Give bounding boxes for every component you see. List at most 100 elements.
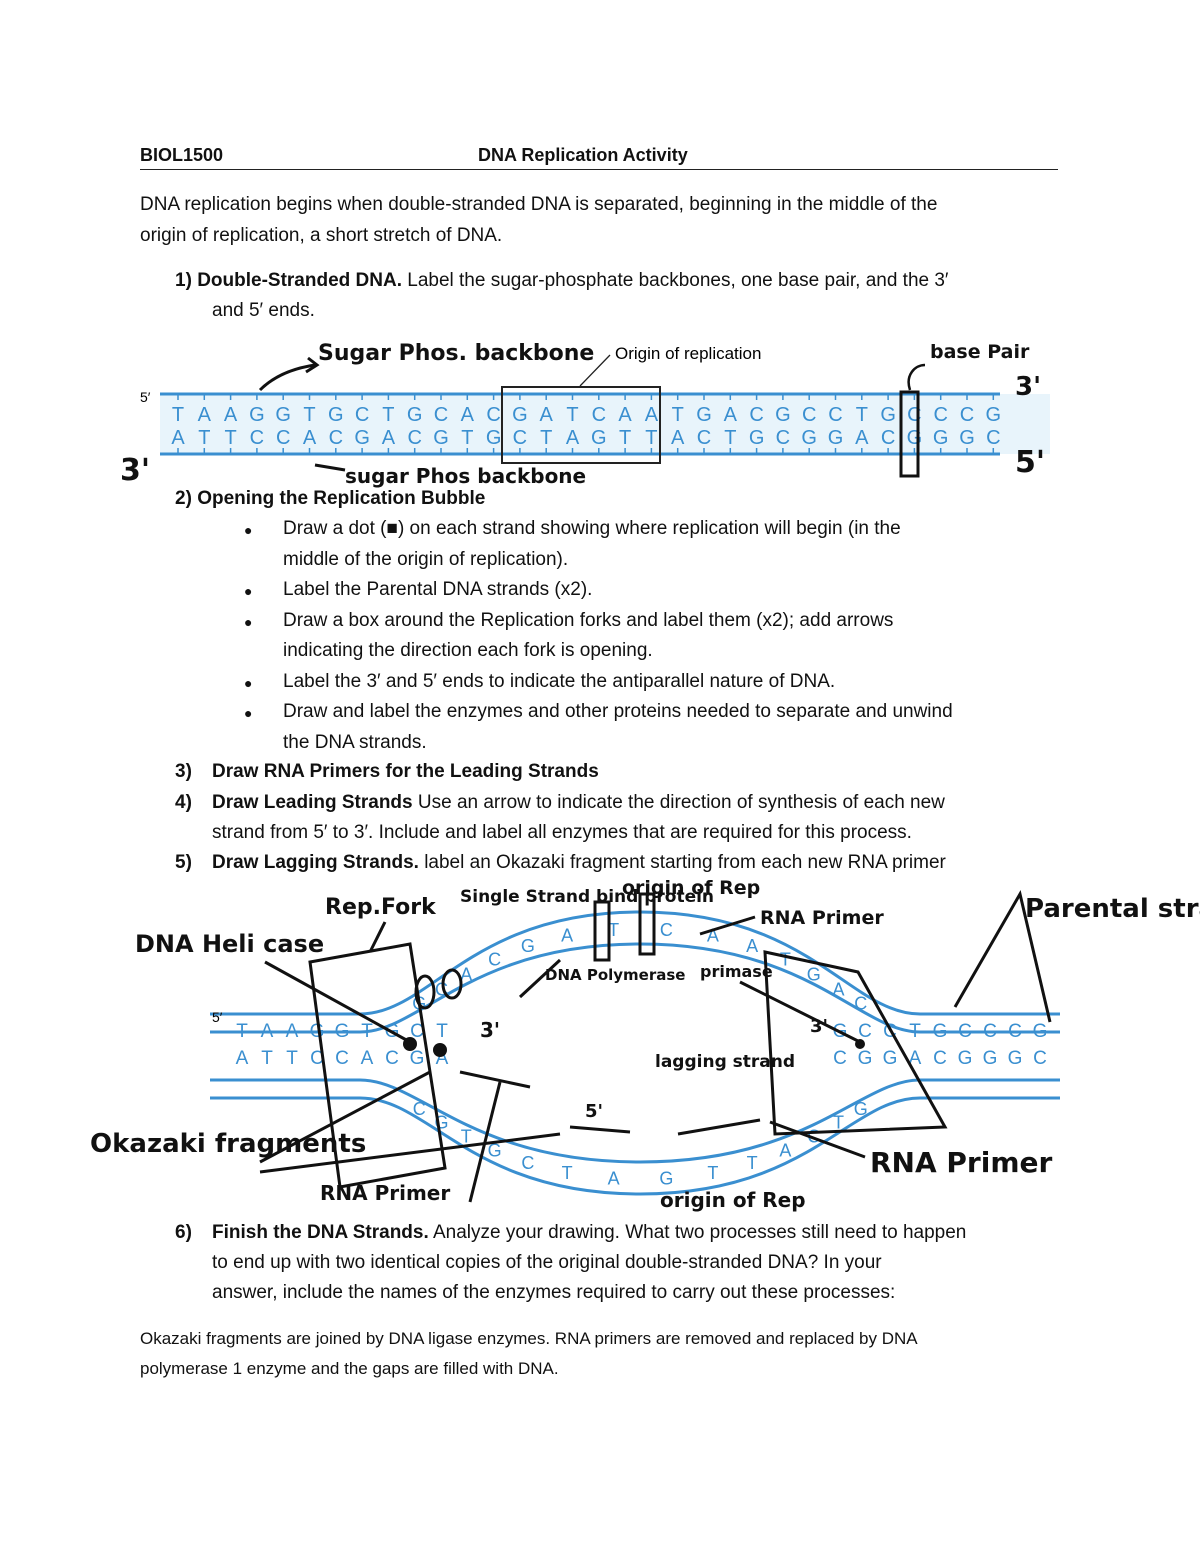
bottom-base: C xyxy=(776,427,790,449)
fig2-lower-arc-base: T xyxy=(833,1112,844,1132)
fig2-left-top-base: A xyxy=(286,1021,299,1042)
q1-title: Double-Stranded DNA. xyxy=(197,270,402,291)
primer-dot-right xyxy=(855,1039,865,1049)
fig2-upper-arc-base: A xyxy=(561,926,573,946)
hw-parental: Parental strand xyxy=(1025,894,1200,924)
hw-rna-primer-top: RNA Primer xyxy=(760,907,884,929)
q2-bullet-1b: middle of the origin of replication). xyxy=(283,545,568,575)
q2-bullet-3a: Draw a box around the Replication forks … xyxy=(283,606,893,636)
fig2-lower-arc-base: T xyxy=(461,1127,472,1147)
hw-left-3: 3' xyxy=(120,453,150,488)
bottom-base: C xyxy=(407,427,421,449)
top-base: C xyxy=(933,404,947,426)
q6-title: Finish the DNA Strands. xyxy=(212,1222,429,1243)
top-base: C xyxy=(486,404,500,426)
q5-title: Draw Lagging Strands. xyxy=(212,852,419,873)
fig2-5prime-label: 5′ xyxy=(212,1009,223,1025)
fig2-lower-arc-base: T xyxy=(747,1153,758,1173)
bottom-base: A xyxy=(671,427,685,449)
top-base: C xyxy=(960,404,974,426)
bottom-base: A xyxy=(171,427,185,449)
fig2-upper-arc-base: A xyxy=(746,936,758,956)
bottom-base: C xyxy=(329,427,343,449)
q2-bullet-1a: Draw a dot (■) on each strand showing wh… xyxy=(283,514,901,544)
bottom-base: T xyxy=(619,427,631,449)
top-base: G xyxy=(249,404,265,426)
intro-line-1: DNA replication begins when double-stran… xyxy=(140,190,937,220)
hw-rna-primer-bottom-right: RNA Primer xyxy=(870,1146,1053,1179)
fig2-left-bottom-base: C xyxy=(335,1048,349,1069)
fig2-right-top-base: G xyxy=(933,1021,948,1042)
hw-okazaki: Okazaki fragments xyxy=(90,1129,366,1159)
backbone-arrow-top xyxy=(260,365,315,390)
hw-origin-bottom: origin of Rep xyxy=(660,1188,806,1212)
fig2-right-top-base: C xyxy=(858,1021,872,1042)
bottom-base: G xyxy=(433,427,449,449)
fig2-left-bottom-base: G xyxy=(410,1048,425,1069)
hw-origin-top: origin of Rep xyxy=(622,877,760,899)
fig2-right-bottom-base: G xyxy=(858,1048,873,1069)
hw-top-backbone: Sugar Phos. backbone xyxy=(318,341,594,366)
fig2-left-bottom-base: T xyxy=(286,1048,298,1069)
bottom-base: G xyxy=(933,427,949,449)
helicase-dot xyxy=(403,1037,417,1051)
fig2-lower-arc-base: T xyxy=(562,1163,573,1183)
top-base: G xyxy=(407,404,423,426)
top-base: A xyxy=(645,404,659,426)
bottom-base: A xyxy=(566,427,580,449)
leading-arrow-2 xyxy=(570,1127,630,1132)
bottom-base: C xyxy=(250,427,264,449)
bottom-base: G xyxy=(591,427,607,449)
top-base: G xyxy=(986,404,1002,426)
bullet-dot: ● xyxy=(244,705,252,721)
q1-number: 1) xyxy=(175,270,192,291)
fig2-lower-arc-base: G xyxy=(659,1168,673,1188)
top-base: G xyxy=(880,404,896,426)
q2-title: Opening the Replication Bubble xyxy=(197,488,485,509)
hw-end-5: 5' xyxy=(585,1101,603,1122)
hw-lagging-strand: lagging strand xyxy=(655,1052,795,1072)
top-base: G xyxy=(328,404,344,426)
top-base: C xyxy=(828,404,842,426)
fig2-lower-arc-base: A xyxy=(608,1168,620,1188)
parental-top-outer xyxy=(210,912,1060,1014)
q2-bullet-5a: Draw and label the enzymes and other pro… xyxy=(283,697,953,727)
leading-arrow-3 xyxy=(678,1120,760,1134)
q2-bullet-4: Label the 3′ and 5′ ends to indicate the… xyxy=(283,667,835,697)
base-pair-pointer xyxy=(909,365,925,390)
q6-text-2: to end up with two identical copies of t… xyxy=(212,1248,882,1278)
bottom-base: C xyxy=(697,427,711,449)
top-base: T xyxy=(303,404,315,426)
q2-number: 2) xyxy=(175,488,192,509)
answer-line-2: polymerase 1 enzyme and the gaps are fil… xyxy=(140,1354,559,1384)
fig2-right-bottom-base: G xyxy=(958,1048,973,1069)
q4-line-1: Draw Leading Strands Use an arrow to ind… xyxy=(212,788,945,818)
course-code: BIOL1500 xyxy=(140,145,223,166)
hw-end-3: 3' xyxy=(480,1018,500,1042)
top-base: T xyxy=(672,404,684,426)
fig2-left-top-base: A xyxy=(261,1021,274,1042)
fig2-right-top-base: G xyxy=(1033,1021,1048,1042)
fig2-upper-arc-base: A xyxy=(832,980,844,1000)
q4-title: Draw Leading Strands xyxy=(212,792,413,813)
fig2-right-bottom-base: C xyxy=(933,1048,947,1069)
top-base: G xyxy=(275,404,291,426)
fig2-left-top-base: G xyxy=(335,1021,350,1042)
bottom-base: C xyxy=(513,427,527,449)
fig2-lower-arc-base: C xyxy=(521,1153,534,1173)
bottom-base: T xyxy=(540,427,552,449)
q3-number: 3) xyxy=(175,757,192,787)
bottom-base: T xyxy=(645,427,657,449)
q2-heading: 2) Opening the Replication Bubble xyxy=(175,484,485,514)
fig2-right-bottom-base: G xyxy=(883,1048,898,1069)
fig2-left-bottom-base: T xyxy=(261,1048,273,1069)
top-base: G xyxy=(696,404,712,426)
intro-line-2: origin of replication, a short stretch o… xyxy=(140,221,502,251)
backbone-arrow-bottom xyxy=(315,465,345,470)
top-base: A xyxy=(461,404,475,426)
q5-text: label an Okazaki fragment starting from … xyxy=(424,852,946,873)
fig2-left-top-base: T xyxy=(361,1021,373,1042)
hw-rep-fork: Rep.Fork xyxy=(325,895,437,920)
bottom-base: G xyxy=(354,427,370,449)
fig2-left-bottom-base: A xyxy=(236,1048,249,1069)
